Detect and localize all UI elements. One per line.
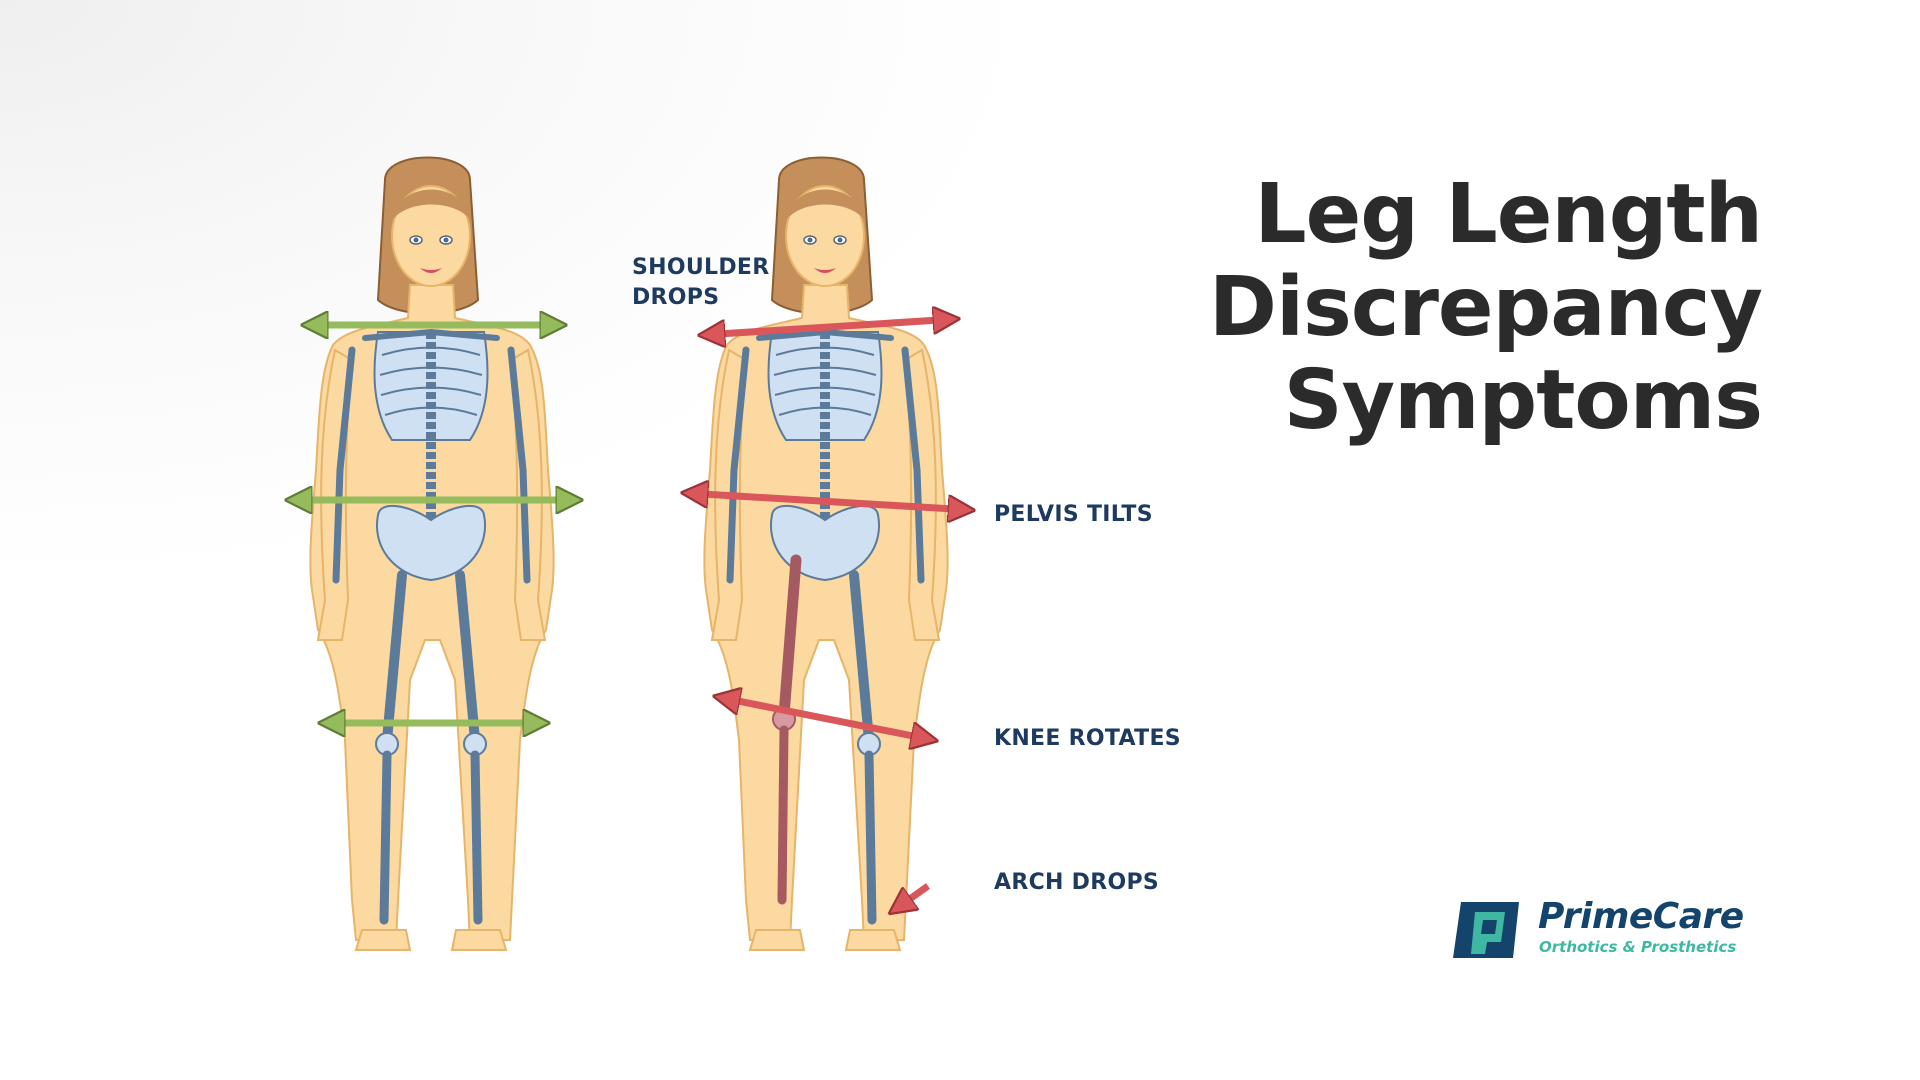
- pelvis-tilts-label: PELVIS TILTS: [994, 502, 1153, 527]
- normal-figure: [310, 158, 553, 951]
- arch-drop-arrow: [893, 883, 931, 911]
- shoulder-drops-label: SHOULDER DROPS: [632, 253, 769, 313]
- shoulder-label-line-1: SHOULDER: [632, 255, 770, 280]
- logo-name: PrimeCare: [1538, 896, 1744, 937]
- title-line-1: Leg Length: [1254, 167, 1763, 262]
- normal-figure-body: [310, 158, 553, 951]
- knee-rotates-label: KNEE ROTATES: [994, 726, 1181, 751]
- arch-drops-label: ARCH DROPS: [994, 870, 1160, 895]
- shoulder-tilt-arrow: [703, 319, 955, 335]
- shoulder-label-line-2: DROPS: [632, 285, 720, 310]
- logo-tagline: Orthotics & Prosthetics: [1539, 938, 1737, 956]
- primecare-logo: PrimeCare Orthotics & Prosthetics: [1451, 896, 1771, 966]
- pelvis-tilt-arrow: [686, 493, 970, 510]
- knee-rotation-arrow: [718, 697, 933, 740]
- logo-mark-icon: [1453, 902, 1519, 958]
- title-line-3: Symptoms: [1283, 353, 1763, 448]
- page-title: Leg Length Discrepancy Symptoms: [1002, 167, 1763, 448]
- title-line-2: Discrepancy: [1208, 260, 1763, 355]
